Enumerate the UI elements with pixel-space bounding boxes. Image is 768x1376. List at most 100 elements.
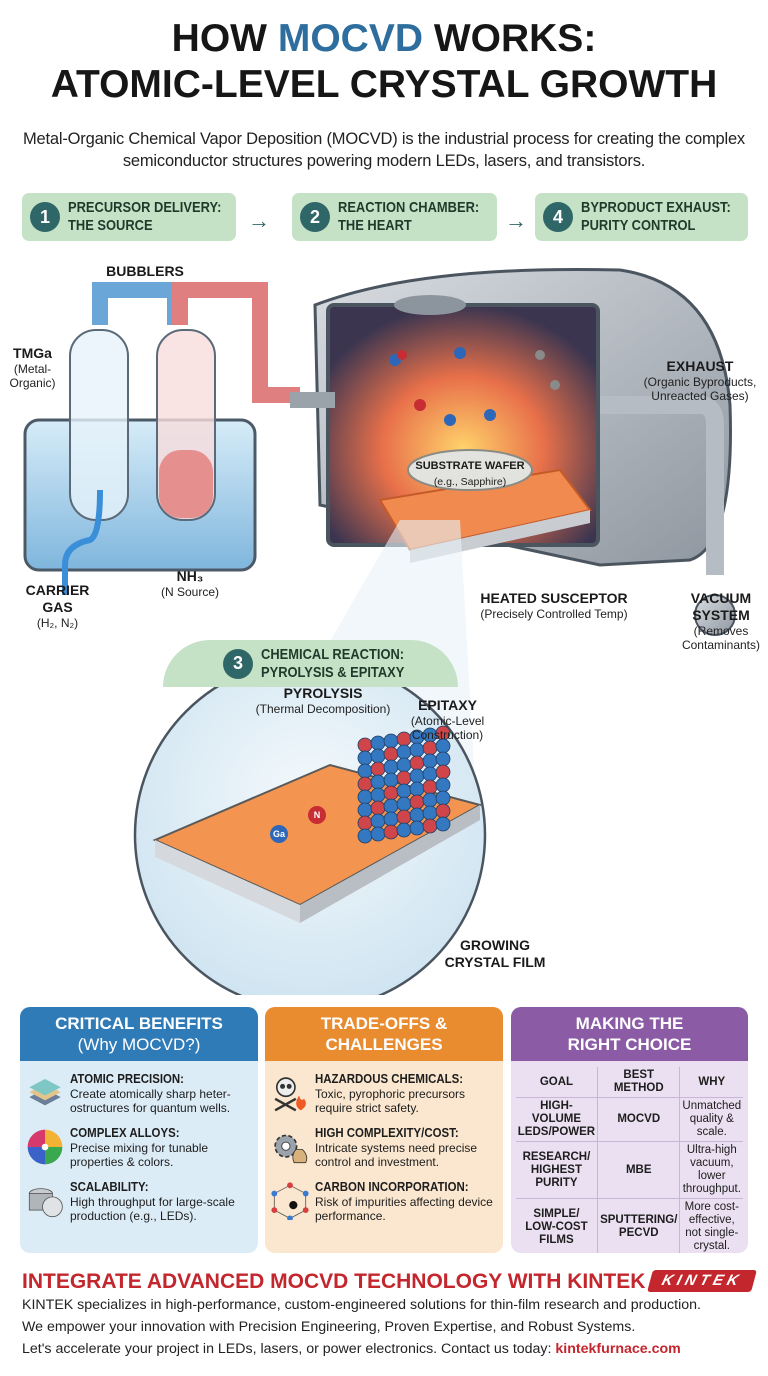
skull-fire-icon xyxy=(274,1077,306,1112)
bubbler-bath xyxy=(23,282,300,595)
kintek-logo: KINTEK xyxy=(647,1270,757,1292)
lattice-atom xyxy=(383,798,399,814)
title-line-2: ATOMIC-LEVEL CRYSTAL GROWTH xyxy=(50,63,718,106)
lattice-atom xyxy=(357,802,373,818)
step-4-box: 4 BYPRODUCT EXHAUST:PURITY CONTROL xyxy=(535,193,748,241)
label-tmga: TMGa(Metal-Organic) xyxy=(9,345,56,390)
title-line-1: HOW MOCVD WORKS: xyxy=(171,17,597,60)
footer-line-1: KINTEK specializes in high-performance, … xyxy=(22,1297,701,1313)
lattice-atom xyxy=(396,783,412,799)
website-link[interactable]: kintekfurnace.com xyxy=(555,1341,681,1357)
gear-money-icon xyxy=(274,1134,308,1164)
lattice-atom xyxy=(357,828,373,844)
color-wheel-icon xyxy=(27,1129,63,1165)
benefit-item: ATOMIC PRECISION:Create atomically sharp… xyxy=(20,1070,258,1115)
lattice-atom xyxy=(409,781,425,797)
step-label: REACTION CHAMBER:THE HEART xyxy=(338,199,480,234)
lattice-atom xyxy=(396,757,412,773)
lattice-atom xyxy=(435,751,451,767)
lattice-atom xyxy=(370,800,386,816)
label-nh3: NH₃(N Source) xyxy=(160,568,219,599)
lattice-atom xyxy=(435,790,451,806)
lattice-atom xyxy=(422,779,438,795)
lattice-atom xyxy=(370,735,386,751)
subtitle: Metal-Organic Chemical Vapor Deposition … xyxy=(23,130,745,170)
lattice-atom xyxy=(357,750,373,766)
label-pyrolysis: PYROLYSIS(Thermal Decomposition) xyxy=(255,685,391,716)
lattice-atom xyxy=(422,818,438,834)
lattice-atom xyxy=(370,774,386,790)
lattice-atom xyxy=(396,744,412,760)
lattice-atom xyxy=(396,809,412,825)
lattice-atom xyxy=(357,789,373,805)
lattice-atom xyxy=(409,742,425,758)
tradeoff-item: CARBON INCORPORATION:Risk of impurities … xyxy=(265,1178,503,1223)
benefit-item: SCALABILITY:High throughput for large-sc… xyxy=(20,1178,258,1223)
step-label: CHEMICAL REACTION:PYROLYSIS & EPITAXY xyxy=(261,645,405,681)
tradeoff-item: HAZARDOUS CHEMICALS:Toxic, pyrophoric pr… xyxy=(265,1070,503,1115)
lattice-atom xyxy=(409,807,425,823)
benefit-item: COMPLEX ALLOYS:Precise mixing for tunabl… xyxy=(20,1124,258,1169)
wafer-stack-icon xyxy=(28,1188,63,1218)
footer-line-3: Let's accelerate your project in LEDs, l… xyxy=(22,1341,681,1357)
layers-icon xyxy=(29,1078,61,1106)
lattice-atom xyxy=(396,822,412,838)
footer-title: INTEGRATE ADVANCED MOCVD TECHNOLOGY WITH… xyxy=(22,1270,646,1293)
panel-header: TRADE-OFFS &CHALLENGES xyxy=(265,1007,503,1061)
lattice-atom xyxy=(422,805,438,821)
lattice-atom xyxy=(422,740,438,756)
arrow-icon: → xyxy=(248,208,270,233)
label-heated-susceptor: HEATED SUSCEPTOR(Precisely Controlled Te… xyxy=(480,590,628,621)
lattice-atom xyxy=(370,826,386,842)
lattice-atom xyxy=(396,731,412,747)
lattice-atom xyxy=(370,813,386,829)
lattice-atom xyxy=(383,772,399,788)
label-carrier-gas: CARRIER GAS(H₂, N₂) xyxy=(25,582,90,630)
step-number: 4 xyxy=(543,202,573,232)
lattice-atom xyxy=(435,816,451,832)
label-bubblers: BUBBLERS xyxy=(106,263,184,279)
label-growing-film: GROWING CRYSTAL FILM xyxy=(444,937,546,970)
atom-n: N xyxy=(308,806,326,824)
reaction-chamber xyxy=(290,267,736,636)
lattice-atom xyxy=(409,794,425,810)
lattice-atom xyxy=(357,763,373,779)
lattice-atom xyxy=(357,815,373,831)
lattice-atom xyxy=(435,803,451,819)
lattice-atom xyxy=(435,764,451,780)
lattice-atom xyxy=(383,824,399,840)
crystal-lattice xyxy=(357,725,451,844)
lattice-atom xyxy=(383,759,399,775)
lattice-atom xyxy=(409,755,425,771)
lattice-atom xyxy=(357,737,373,753)
label-substrate-wafer: SUBSTRATE WAFER(e.g., Sapphire) xyxy=(415,460,525,488)
panel-tradeoffs: TRADE-OFFS &CHALLENGES HAZARDOUS CHEMICA… xyxy=(265,1007,503,1253)
lattice-atom xyxy=(370,748,386,764)
lattice-atom xyxy=(370,761,386,777)
lattice-atom xyxy=(383,746,399,762)
zoom-circle xyxy=(133,520,487,995)
label-exhaust: EXHAUST(Organic Byproducts, Unreacted Ga… xyxy=(643,358,757,403)
lattice-atom xyxy=(422,766,438,782)
lattice-atom xyxy=(435,777,451,793)
lattice-atom xyxy=(409,820,425,836)
panel-header: CRITICAL BENEFITS(Why MOCVD?) xyxy=(20,1007,258,1061)
lattice-atom xyxy=(357,776,373,792)
lattice-atom xyxy=(370,787,386,803)
lattice-atom xyxy=(396,770,412,786)
step-label: BYPRODUCT EXHAUST:PURITY CONTROL xyxy=(581,199,731,234)
step-label: PRECURSOR DELIVERY:THE SOURCE xyxy=(68,199,222,234)
step-number: 3 xyxy=(223,648,253,679)
panel-benefits: CRITICAL BENEFITS(Why MOCVD?) ATOMIC PRE… xyxy=(20,1007,258,1253)
footer-line-2: We empower your innovation with Precisio… xyxy=(22,1319,636,1335)
lattice-atom xyxy=(383,811,399,827)
lattice-impurity-icon xyxy=(271,1182,309,1220)
